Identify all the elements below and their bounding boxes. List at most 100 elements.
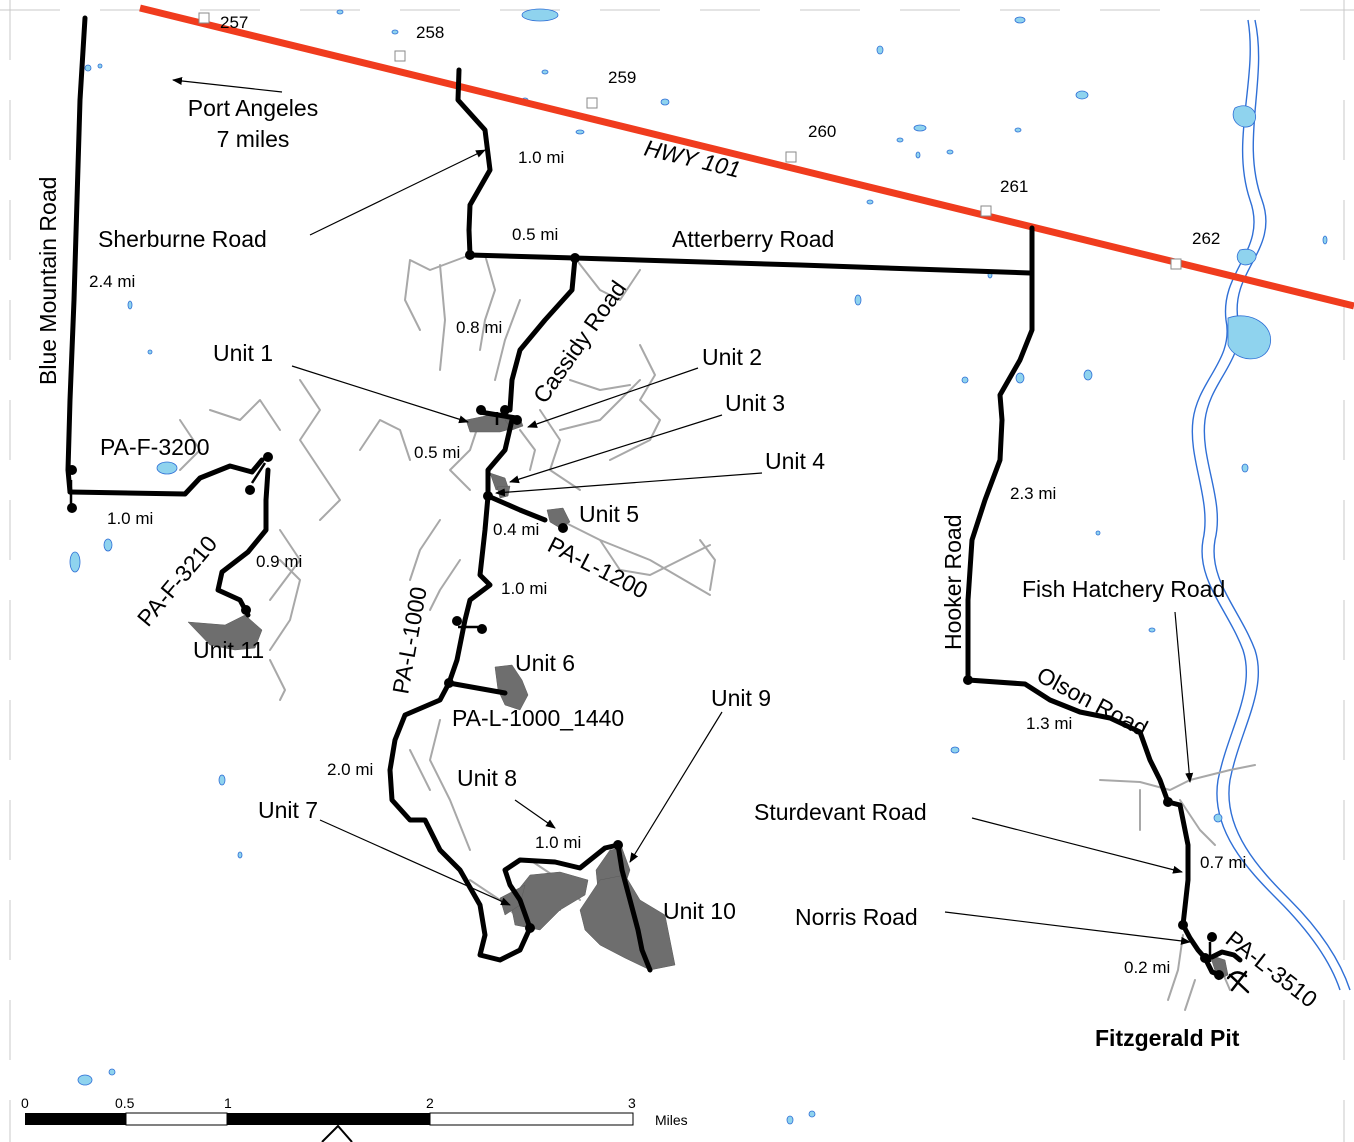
milepost-260: 260	[808, 122, 836, 141]
distance-pa-l-1200: 0.4 mi	[493, 520, 539, 539]
port-angeles-label: Port Angeles	[188, 95, 318, 121]
unit8-leader	[514, 799, 556, 829]
scale-tick-1: 1	[224, 1095, 232, 1111]
milepost-markers	[198, 12, 1182, 270]
atterberry-road-line	[467, 252, 1033, 276]
unit-1-label: Unit 1	[213, 340, 273, 366]
distance-pa-f-3200: 1.0 mi	[107, 509, 153, 528]
unit-10-label: Unit 10	[663, 898, 736, 924]
unit1-leader	[291, 365, 469, 424]
milepost-257-marker	[198, 12, 210, 24]
unit-11-label: Unit 11	[193, 637, 264, 663]
pa-l-3510-line	[1209, 949, 1243, 963]
fish-hatchery-leader	[1174, 611, 1194, 783]
unit-5-label: Unit 5	[579, 501, 639, 527]
norris-road-line	[1180, 922, 1208, 961]
leader-lines	[172, 77, 1194, 945]
distance-unit1: 0.5 mi	[414, 443, 460, 462]
distance-olson: 1.3 mi	[1026, 714, 1072, 733]
milepost-259-marker	[586, 97, 598, 109]
milepost-257: 257	[220, 13, 248, 32]
blue-mountain-road-label: Blue Mountain Road	[35, 177, 61, 385]
sturdevant-road-label: Sturdevant Road	[754, 799, 927, 825]
milepost-labels: 257 258 259 260 261 262	[220, 13, 1220, 248]
unit-9-label: Unit 9	[711, 685, 771, 711]
distance-pa-f-3210: 0.9 mi	[256, 552, 302, 571]
milepost-262: 262	[1192, 229, 1220, 248]
distance-sherburne: 1.0 mi	[518, 148, 564, 167]
sherburne-road-line	[455, 67, 493, 258]
unit-3-label: Unit 3	[725, 390, 785, 416]
hwy-101-line	[139, 4, 1354, 310]
sherburne-road-label: Sherburne Road	[98, 226, 267, 252]
milepost-261-marker	[980, 205, 992, 217]
unit-2-label: Unit 2	[702, 344, 762, 370]
junction-points	[67, 250, 1224, 980]
distance-unit8: 1.0 mi	[535, 833, 581, 852]
distance-blue-mountain: 2.4 mi	[89, 272, 135, 291]
distance-pa-l-1000: 1.0 mi	[501, 579, 547, 598]
pa-f-3210-line	[215, 467, 271, 618]
unit-6-label: Unit 6	[515, 650, 575, 676]
hooker-road-label: Hooker Road	[940, 514, 966, 650]
gates	[69, 412, 1212, 962]
milepost-259: 259	[608, 68, 636, 87]
scale-tick-3: 3	[628, 1095, 636, 1111]
scale-tick-0-5: 0.5	[115, 1095, 135, 1111]
olson-road-line	[965, 677, 1171, 805]
port-angeles-distance: 7 miles	[217, 126, 290, 152]
distance-sturdevant: 0.7 mi	[1200, 853, 1246, 872]
river	[1191, 19, 1351, 991]
unit-10-polygon	[579, 874, 676, 971]
unit-labels: Unit 1 Unit 2 Unit 3 Unit 4 Unit 5 Unit …	[193, 340, 825, 924]
atterberry-road-label: Atterberry Road	[672, 226, 834, 252]
minor-roads	[179, 254, 1256, 1011]
milepost-258-marker	[394, 50, 406, 62]
distance-hooker: 2.3 mi	[1010, 484, 1056, 503]
distance-cassidy: 0.8 mi	[456, 318, 502, 337]
norris-road-label: Norris Road	[795, 904, 918, 930]
norris-leader	[944, 911, 1191, 945]
unit9-leader	[629, 711, 723, 863]
unit4-leader	[495, 472, 763, 497]
unit8-loop-line	[502, 842, 621, 931]
gate-pa-f-3200	[250, 462, 267, 484]
pa-l-1000-1440-label: PA-L-1000_1440	[452, 705, 624, 731]
pa-l-3510-label: PA-L-3510	[1221, 925, 1322, 1012]
road-labels: HWY 101 Blue Mountain Road Sherburne Roa…	[35, 135, 1322, 1013]
pa-f-3200-line	[67, 457, 265, 497]
hooker-road-line	[965, 225, 1035, 683]
unit9-10-line	[615, 842, 653, 973]
fish-hatchery-road-label: Fish Hatchery Road	[1022, 576, 1225, 602]
blue-mountain-road-line	[65, 15, 88, 495]
milepost-258: 258	[416, 23, 444, 42]
scale-tick-0: 0	[21, 1095, 29, 1111]
milepost-261: 261	[1000, 177, 1028, 196]
pa-l-1000-line	[387, 417, 533, 963]
unit-11-polygon	[187, 614, 263, 651]
pa-l-1200-label: PA-L-1200	[544, 531, 652, 603]
sturdevant-leader	[971, 817, 1183, 874]
milepost-262-marker	[1170, 258, 1182, 270]
pa-l-1000-label: PA-L-1000	[387, 585, 431, 696]
distance-norris: 0.2 mi	[1124, 958, 1170, 977]
pa-f-3210-label: PA-F-3210	[132, 531, 222, 632]
pa-f-3200-label: PA-F-3200	[100, 434, 210, 460]
pa-l-1200-line	[485, 493, 548, 523]
unit3-leader	[509, 414, 723, 484]
distance-atterberry: 0.5 mi	[512, 225, 558, 244]
unit-8-label: Unit 8	[457, 765, 517, 791]
unit-7-polygon	[509, 871, 589, 931]
unit7-leader	[319, 819, 511, 906]
cassidy-road-line	[507, 255, 578, 413]
pa-l-1000-1440-line	[446, 680, 508, 696]
scale-unit: Miles	[655, 1112, 688, 1128]
north-arrow-icon	[321, 1124, 353, 1142]
milepost-260-marker	[785, 151, 797, 163]
water-bodies	[69, 8, 1328, 1125]
scale-tick-2: 2	[426, 1095, 434, 1111]
unit-4-label: Unit 4	[765, 448, 825, 474]
